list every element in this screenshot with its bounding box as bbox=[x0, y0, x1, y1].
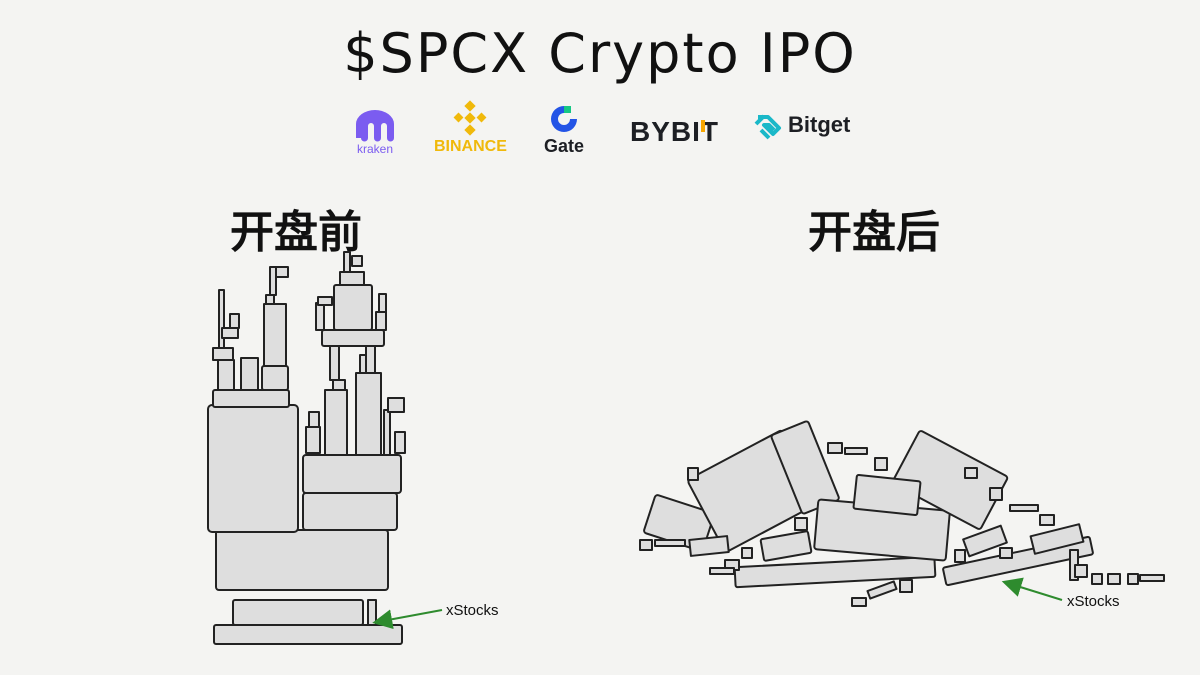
tower-column bbox=[355, 372, 382, 456]
rubble-stick bbox=[1009, 504, 1039, 512]
rubble-block bbox=[733, 555, 937, 589]
kraken-label: kraken bbox=[356, 142, 394, 156]
bitget-logo: Bitget bbox=[752, 108, 850, 142]
rubble-knob bbox=[964, 467, 978, 479]
rubble-block bbox=[891, 430, 1009, 530]
tower-stick bbox=[365, 345, 376, 374]
rubble-block bbox=[1029, 523, 1085, 555]
binance-label: BINANCE bbox=[434, 138, 507, 155]
tower-column bbox=[305, 426, 321, 454]
rubble-knob bbox=[999, 547, 1013, 559]
tower-block bbox=[212, 389, 290, 408]
rubble-block bbox=[962, 524, 1008, 558]
tower-knob bbox=[308, 411, 320, 428]
tower-foot-block bbox=[232, 599, 364, 626]
rubble-knob bbox=[1091, 573, 1103, 585]
bybit-accent-bar bbox=[701, 120, 705, 132]
tower-knob bbox=[221, 327, 239, 339]
xstocks-label-after: xStocks bbox=[1067, 593, 1120, 610]
after-heading: 开盘后 bbox=[808, 207, 940, 258]
tower-after-rubble bbox=[639, 420, 1165, 607]
gate-label: Gate bbox=[544, 136, 585, 156]
xstocks-pillar bbox=[367, 599, 377, 626]
tower-knob bbox=[265, 294, 275, 305]
rubble-knob bbox=[639, 539, 653, 551]
tower-before bbox=[207, 251, 406, 645]
before-heading: 开盘前 bbox=[230, 207, 362, 258]
rubble-knob bbox=[874, 457, 888, 471]
tower-stick bbox=[315, 302, 325, 331]
rubble-knob bbox=[1127, 573, 1139, 585]
tower-block bbox=[302, 492, 398, 531]
tower-stick bbox=[343, 251, 351, 273]
rubble-knob bbox=[1074, 564, 1088, 578]
rubble-knob bbox=[989, 487, 1003, 501]
binance-logo-icon bbox=[453, 100, 487, 136]
tower-knob bbox=[387, 397, 405, 413]
tower-stick bbox=[378, 293, 387, 313]
tower-column bbox=[240, 357, 259, 391]
rubble-stick bbox=[866, 580, 898, 600]
tower-stick bbox=[329, 345, 340, 381]
rubble-knob bbox=[851, 597, 867, 607]
kraken-logo-icon bbox=[356, 110, 394, 142]
tower-stick bbox=[383, 409, 391, 456]
rubble-stick bbox=[654, 539, 686, 547]
xstocks-arrow-after bbox=[1001, 577, 1063, 601]
tower-block bbox=[321, 329, 385, 347]
rubble-knob bbox=[794, 517, 808, 531]
rubble-knob bbox=[899, 579, 913, 593]
tower-knob bbox=[351, 255, 363, 267]
tower-base-slab bbox=[213, 624, 403, 645]
tower-block bbox=[215, 529, 389, 591]
kraken-logo: kraken bbox=[352, 108, 398, 156]
rubble-stick bbox=[709, 567, 735, 575]
gate-logo: Gate bbox=[544, 102, 584, 157]
tower-knob bbox=[275, 266, 289, 278]
rubble-stick bbox=[1139, 574, 1165, 582]
binance-logo: BINANCE bbox=[434, 100, 507, 156]
tower-knob bbox=[375, 311, 387, 331]
tower-knob bbox=[339, 271, 365, 286]
tower-column bbox=[263, 303, 287, 367]
bitget-label: Bitget bbox=[788, 112, 851, 137]
page-title: $SPCX Crypto IPO bbox=[343, 22, 857, 85]
exchange-logos: kraken BINANCE Gate BYBIT Bi bbox=[340, 100, 880, 170]
tower-stick bbox=[269, 266, 277, 296]
tower-knob bbox=[332, 379, 346, 391]
tower-column bbox=[217, 359, 235, 391]
tower-block bbox=[302, 454, 402, 494]
tower-column bbox=[324, 389, 348, 456]
gate-logo-icon bbox=[551, 106, 578, 132]
tower-block bbox=[261, 365, 289, 391]
tower-knob bbox=[212, 347, 234, 361]
tower-block bbox=[333, 284, 373, 331]
xstocks-label-before: xStocks bbox=[446, 602, 499, 619]
rubble-knob bbox=[827, 442, 843, 454]
tower-block bbox=[207, 404, 299, 533]
tower-knob bbox=[394, 431, 406, 454]
tower-stick bbox=[218, 289, 225, 349]
rubble-knob bbox=[954, 549, 966, 563]
xstocks-arrow-before bbox=[372, 609, 443, 630]
rubble-block bbox=[688, 535, 730, 557]
rubble-knob bbox=[687, 467, 699, 481]
rubble-stick bbox=[844, 447, 868, 455]
rubble-knob bbox=[741, 547, 753, 559]
bitget-logo-icon bbox=[754, 114, 781, 140]
rubble-knob bbox=[1107, 573, 1121, 585]
tower-knob bbox=[229, 313, 240, 329]
rubble-knob bbox=[1039, 514, 1055, 526]
rubble-block bbox=[852, 473, 922, 517]
tower-knob bbox=[317, 296, 333, 306]
rubble-block bbox=[759, 530, 813, 562]
